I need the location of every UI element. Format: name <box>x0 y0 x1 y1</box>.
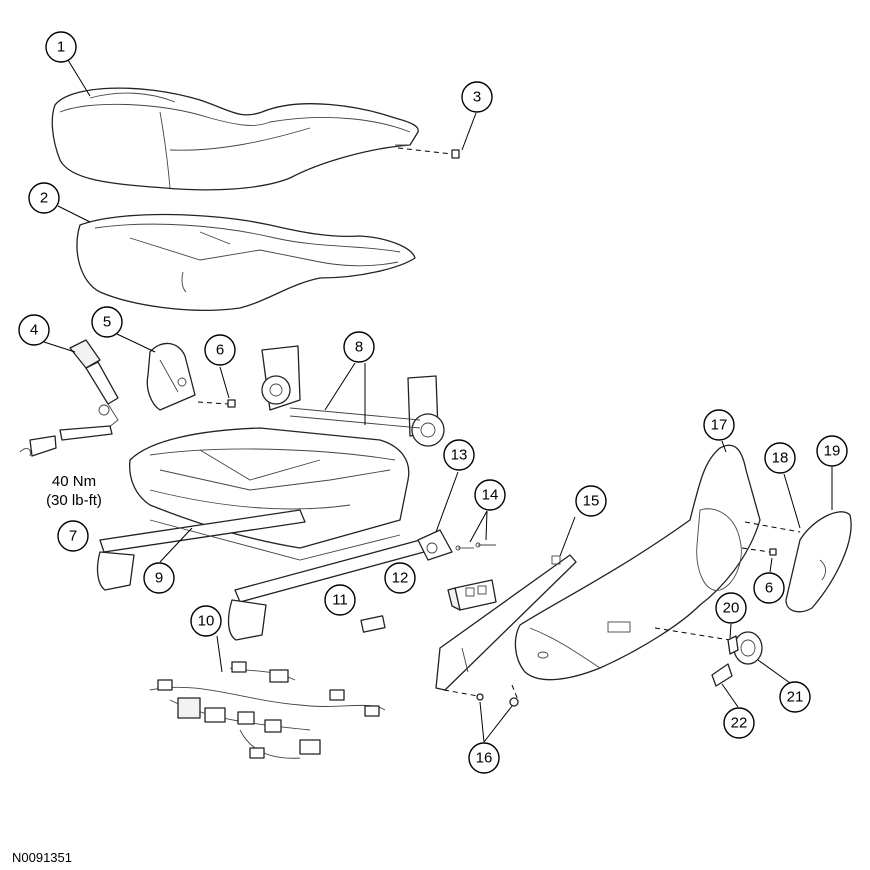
inner-trim-panel <box>435 554 577 691</box>
callout-label: 2 <box>40 190 48 207</box>
seat-cushion-cover <box>51 87 419 191</box>
callout-12: 12 <box>384 562 416 594</box>
seat-frame-and-track <box>96 345 445 641</box>
outer-trim-panel <box>514 444 761 681</box>
callout-13: 13 <box>443 439 475 471</box>
seat-cushion-pad <box>76 213 416 311</box>
callout-3: 3 <box>461 81 493 113</box>
seat-trim-shield <box>146 342 196 411</box>
seat-control-switch <box>447 579 497 611</box>
switch-screws <box>455 542 496 551</box>
callout-5: 5 <box>91 306 123 338</box>
cushion-screw <box>397 147 460 159</box>
callout-label: 20 <box>723 600 740 617</box>
callout-20: 20 <box>715 592 747 624</box>
callout-label: 8 <box>355 339 363 356</box>
callout-label: 16 <box>476 750 493 767</box>
callout-label: 13 <box>451 447 468 464</box>
torque-spec: 40 Nm (30 lb-ft) <box>46 473 102 509</box>
callout-10: 10 <box>190 605 222 637</box>
figure-id: N0091351 <box>12 850 72 865</box>
callout-label: 10 <box>198 613 215 630</box>
callout-label: 9 <box>155 570 163 587</box>
callout-label: 14 <box>482 487 499 504</box>
leader-lines <box>43 59 833 743</box>
callout-6-left: 6 <box>204 334 236 366</box>
callout-17: 17 <box>703 409 735 441</box>
torque-imperial: (30 lb-ft) <box>46 492 102 509</box>
recliner-handle-cover <box>785 511 852 613</box>
callout-9: 9 <box>143 562 175 594</box>
callout-label: 5 <box>103 314 111 331</box>
knob-cap <box>711 663 733 687</box>
callout-1: 1 <box>45 31 77 63</box>
callout-11: 11 <box>324 584 356 616</box>
frame-bolt-right <box>741 547 777 556</box>
small-connector <box>360 615 386 633</box>
callout-2: 2 <box>28 182 60 214</box>
callout-label: 6 <box>765 580 773 597</box>
callout-16: 16 <box>468 742 500 774</box>
frame-bolt-left <box>197 399 236 408</box>
callout-label: 3 <box>473 89 481 106</box>
callout-18: 18 <box>764 442 796 474</box>
recliner-knob <box>654 627 763 665</box>
callout-19: 19 <box>816 435 848 467</box>
switch-module <box>417 529 453 561</box>
callout-label: 21 <box>787 689 804 706</box>
callout-label: 12 <box>392 570 409 587</box>
torque-metric: 40 Nm <box>52 473 96 490</box>
callout-label: 15 <box>583 493 600 510</box>
trim-fasteners <box>443 684 519 707</box>
callout-21: 21 <box>779 681 811 713</box>
seat-belt-buckle <box>19 339 119 457</box>
callout-15: 15 <box>575 485 607 517</box>
callout-8: 8 <box>343 331 375 363</box>
callout-label: 4 <box>30 322 38 339</box>
callout-label: 6 <box>216 342 224 359</box>
callout-22: 22 <box>723 707 755 739</box>
callout-6-right: 6 <box>753 572 785 604</box>
callout-label: 17 <box>711 417 728 434</box>
cover-clip <box>744 521 801 533</box>
callout-label: 22 <box>731 715 748 732</box>
callout-label: 7 <box>69 528 77 545</box>
callout-4: 4 <box>18 314 50 346</box>
callout-7: 7 <box>57 520 89 552</box>
callout-label: 11 <box>332 592 348 609</box>
callout-label: 1 <box>57 39 65 56</box>
seat-wiring-harness <box>149 661 386 759</box>
callout-14: 14 <box>474 479 506 511</box>
callout-label: 18 <box>772 450 789 467</box>
callout-label: 19 <box>824 443 841 460</box>
